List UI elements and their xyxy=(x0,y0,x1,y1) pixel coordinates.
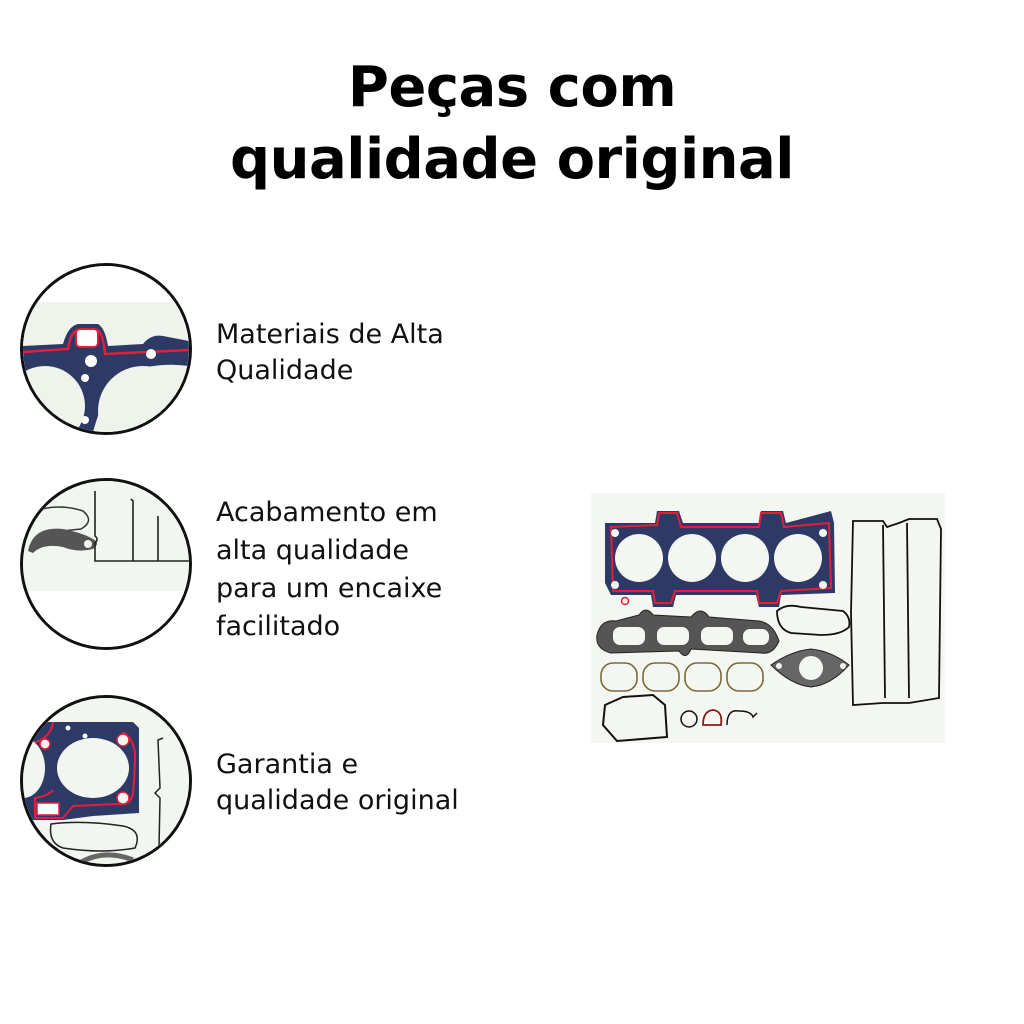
feature-item-materials: Materiais de Alta Qualidade xyxy=(20,263,540,435)
title-line-1: Peças com xyxy=(347,55,677,120)
gasket-kit-image xyxy=(591,493,945,743)
valve-cover-gasket-closeup-icon xyxy=(20,478,192,650)
feature-text-line: Acabamento em xyxy=(216,497,438,528)
feature-text-line: qualidade original xyxy=(216,785,459,816)
feature-text: Materiais de Alta Qualidade xyxy=(216,317,444,389)
manifold-gasket-shape xyxy=(596,609,780,656)
cylinder-gasket-closeup-icon xyxy=(20,695,192,867)
feature-text-line: alta qualidade xyxy=(216,535,409,566)
page-title: Peças com qualidade original xyxy=(0,52,1024,196)
feature-text: Acabamento em alta qualidade para um enc… xyxy=(216,494,442,646)
title-line-2: qualidade original xyxy=(230,127,795,192)
feature-item-warranty: Garantia e qualidade original xyxy=(20,695,540,867)
head-gasket-shape xyxy=(605,511,835,607)
head-gasket-closeup-icon xyxy=(20,263,192,435)
feature-text-line: para um encaixe xyxy=(216,573,443,604)
valve-cover-gasket-shape xyxy=(850,518,942,706)
feature-text: Garantia e qualidade original xyxy=(216,747,459,819)
feature-text-line: facilitado xyxy=(216,611,341,642)
feature-text-line: Qualidade xyxy=(216,355,354,386)
feature-item-finish: Acabamento em alta qualidade para um enc… xyxy=(20,478,540,650)
feature-text-line: Materiais de Alta xyxy=(216,319,444,350)
feature-text-line: Garantia e xyxy=(216,749,359,780)
